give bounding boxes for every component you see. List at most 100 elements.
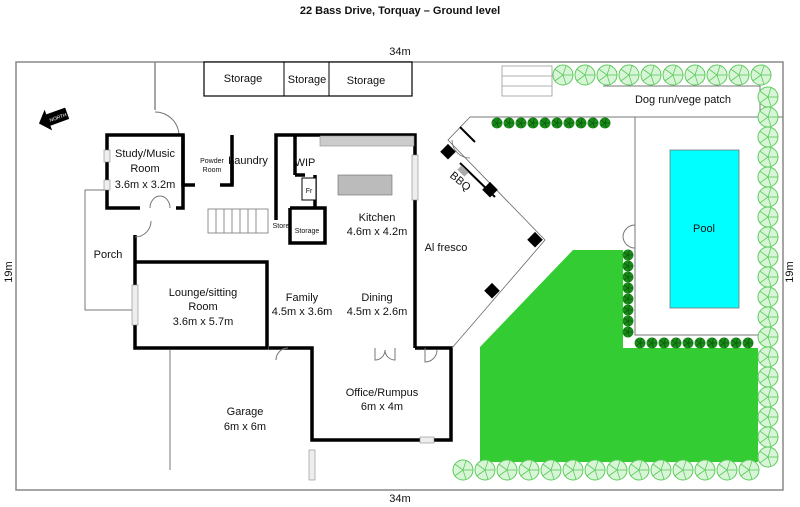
tree-icon xyxy=(757,106,779,128)
porch-label: Porch xyxy=(94,249,123,261)
powder-label-1: Powder xyxy=(200,158,224,165)
tree-icon xyxy=(452,459,474,481)
dog-run-fence xyxy=(603,85,761,117)
store-label: Store xyxy=(273,223,290,230)
shrub-icon xyxy=(622,293,634,305)
storage-sheds xyxy=(203,61,413,97)
pool-gate[interactable] xyxy=(622,224,636,249)
pool-fence xyxy=(634,117,760,336)
shrub-icon xyxy=(718,337,730,349)
tree-icon xyxy=(757,386,779,408)
powder-label-2: Room xyxy=(203,167,222,174)
shrub-icon xyxy=(706,337,718,349)
shrub-icon xyxy=(575,117,587,129)
alfresco-label: Al fresco xyxy=(425,242,468,254)
plan-title: 22 Bass Drive, Torquay – Ground level xyxy=(300,5,500,17)
shrub-icon xyxy=(634,337,646,349)
tree-icon xyxy=(757,186,779,208)
pool xyxy=(669,149,740,309)
tree-icon xyxy=(757,86,779,108)
tree-icon xyxy=(650,459,672,481)
shrub-icon xyxy=(515,117,527,129)
shrub-icon xyxy=(563,117,575,129)
storage-label-1: Storage xyxy=(224,73,263,85)
storage-label-2: Storage xyxy=(288,74,327,86)
shrub-icon xyxy=(622,315,634,327)
tree-icon xyxy=(757,266,779,288)
tree-icon xyxy=(757,126,779,148)
tree-icon xyxy=(757,246,779,268)
shrub-icon xyxy=(694,337,706,349)
tree-icon xyxy=(562,459,584,481)
kitchen-label-1: Kitchen xyxy=(359,212,396,224)
tree-icon xyxy=(757,286,779,308)
tree-icon xyxy=(684,64,706,86)
dining-label-2: 4.5m x 2.6m xyxy=(347,306,408,318)
staircase xyxy=(207,208,269,234)
tree-icon xyxy=(694,459,716,481)
tree-icon xyxy=(474,459,496,481)
tree-icon xyxy=(757,426,779,448)
lawn xyxy=(480,250,758,462)
shrub-icon xyxy=(551,117,563,129)
wip-label: WIP xyxy=(295,157,316,169)
tree-icon xyxy=(606,459,628,481)
tree-icon xyxy=(640,64,662,86)
tree-icon xyxy=(757,346,779,368)
garage-label-2: 6m x 6m xyxy=(224,421,266,433)
tree-icon xyxy=(628,459,650,481)
lounge-label-2: Room xyxy=(188,301,217,313)
kitchen-island xyxy=(337,174,393,196)
side-gate[interactable] xyxy=(154,111,180,136)
tree-icon xyxy=(728,64,750,86)
study-label-1: Study/Music xyxy=(115,148,175,160)
fridge-label: Fr xyxy=(306,188,313,195)
office-label-1: Office/Rumpus xyxy=(346,387,419,399)
tree-icon xyxy=(757,366,779,388)
dimension-bottom: 34m xyxy=(389,493,410,505)
doors[interactable] xyxy=(134,195,438,363)
study-label-3: 3.6m x 3.2m xyxy=(115,179,176,191)
tree-icon xyxy=(757,326,779,348)
landscaping xyxy=(452,64,779,481)
garden-bench xyxy=(501,65,553,97)
shrub-icon xyxy=(622,260,634,272)
garage-label-1: Garage xyxy=(227,406,264,418)
shrub-icon xyxy=(622,326,634,338)
shrub-icon xyxy=(622,304,634,316)
storage-small-label: Storage xyxy=(295,228,320,235)
lounge-label-3: 3.6m x 5.7m xyxy=(173,316,234,328)
alfresco-posts xyxy=(440,143,543,299)
north-arrow-icon: NORTH xyxy=(38,107,70,131)
tree-icon xyxy=(496,459,518,481)
shrub-icon xyxy=(503,117,515,129)
porch-outline xyxy=(84,189,132,311)
dining-label-1: Dining xyxy=(361,292,392,304)
tree-icon xyxy=(757,406,779,428)
shrub-icon xyxy=(491,117,503,129)
tree-icon xyxy=(552,64,574,86)
shrub-icon xyxy=(670,337,682,349)
shrub-icon xyxy=(622,271,634,283)
tree-icon xyxy=(584,459,606,481)
shrub-icon xyxy=(622,249,634,261)
bbq-icon xyxy=(457,165,469,177)
tree-icon xyxy=(540,459,562,481)
tree-icon xyxy=(596,64,618,86)
bbq-label: BBQ xyxy=(447,170,473,194)
tree-icon xyxy=(738,459,760,481)
tree-icon xyxy=(750,64,772,86)
shrub-icon xyxy=(682,337,694,349)
tree-icon xyxy=(574,64,596,86)
dimension-left: 19m xyxy=(3,261,15,282)
tree-icon xyxy=(757,446,779,468)
storage-label-3: Storage xyxy=(347,75,386,87)
tree-icon xyxy=(757,206,779,228)
lounge-label-1: Lounge/sitting xyxy=(169,287,238,299)
tree-icon xyxy=(618,64,640,86)
tree-icon xyxy=(662,64,684,86)
family-label-1: Family xyxy=(286,292,319,304)
dimension-top: 34m xyxy=(389,46,410,58)
shrub-icon xyxy=(646,337,658,349)
